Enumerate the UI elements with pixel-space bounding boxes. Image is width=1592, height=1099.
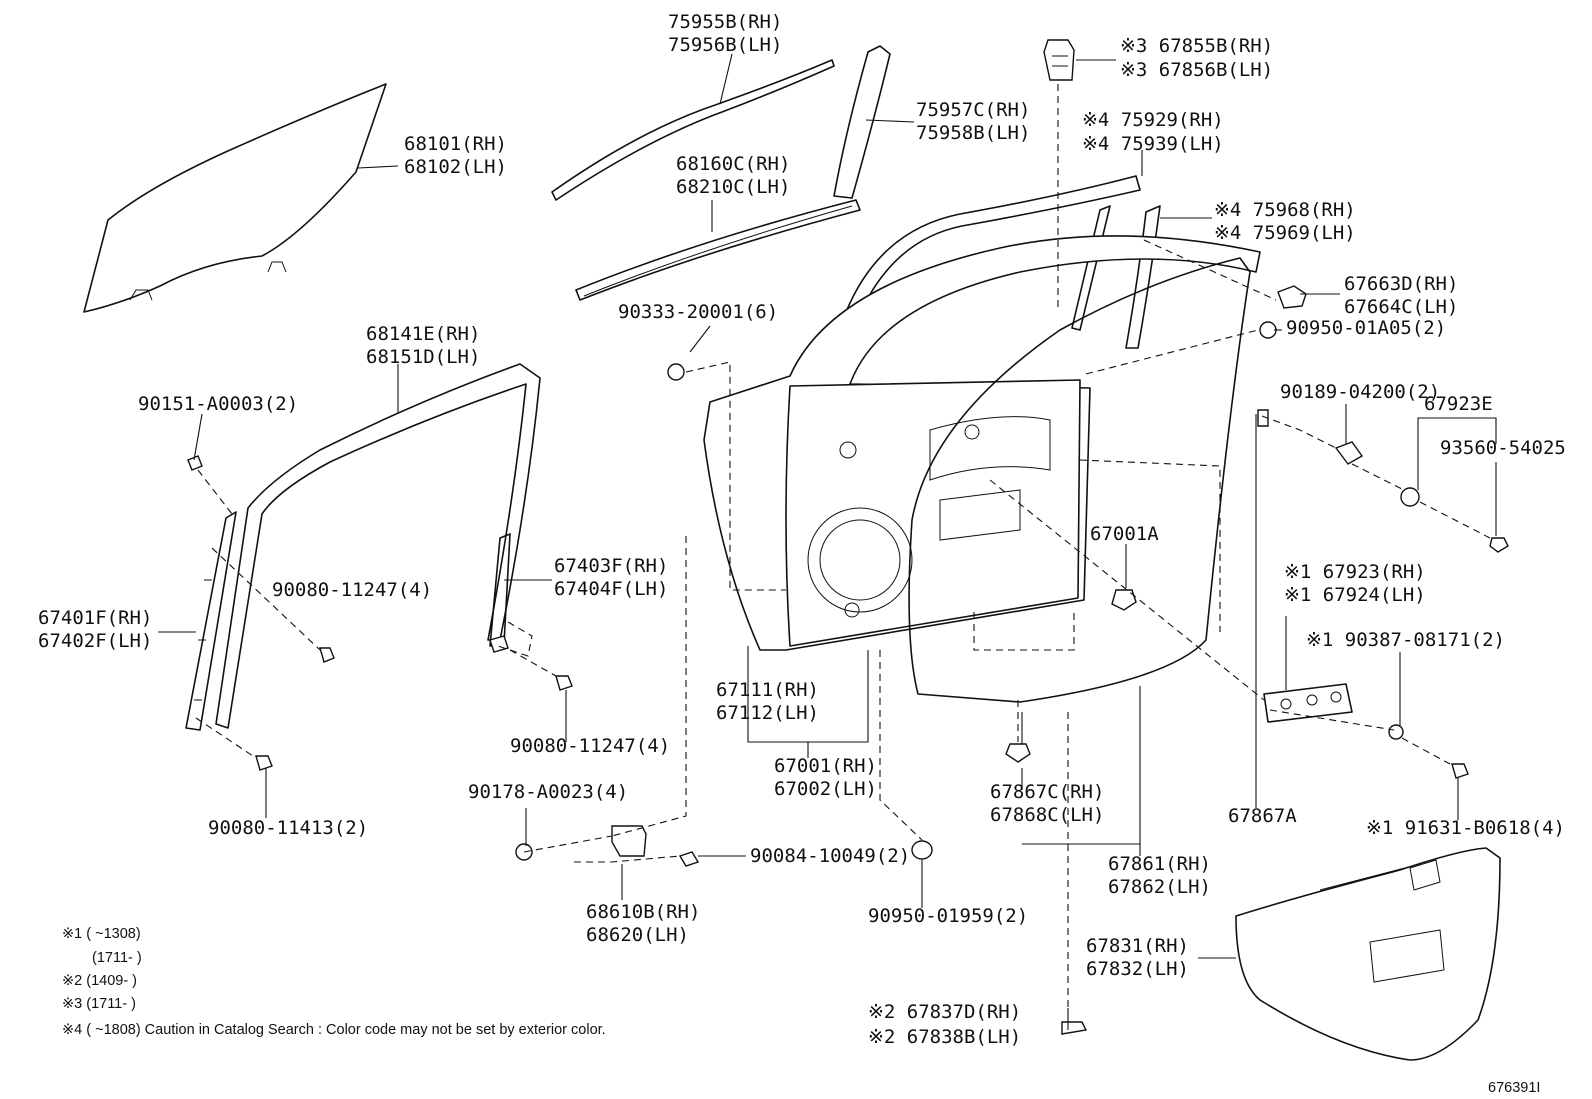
label-90084: 90084-10049(2): [750, 845, 910, 867]
hole-plug-drawing: [911, 840, 933, 860]
label-90080-b: 90080-11247(4): [510, 735, 670, 757]
label-90080-a: 90080-11247(4): [272, 579, 432, 601]
label-67403: 67403F(RH)67404F(LH): [554, 555, 668, 600]
label-67001a: 67001A: [1090, 523, 1159, 545]
label-90080-c: 90080-11413(2): [208, 817, 368, 839]
label-67663: 67663D(RH)67664C(LH): [1344, 273, 1458, 318]
label-67401: 67401F(RH)67402F(LH): [38, 607, 152, 652]
window-channel-front-drawing: [185, 511, 237, 731]
label-67923e: 67923E: [1424, 393, 1493, 415]
door-trim-board-drawing: [1235, 847, 1501, 1061]
door-weatherstrip-drawing: [908, 257, 1251, 703]
footnote-1: ※1 ( ~1308): [62, 926, 141, 942]
label-90333: 90333-20001(6): [618, 301, 778, 323]
label-90387: ※1 90387-08171(2): [1306, 629, 1505, 651]
pull-handle-drawing: [1263, 683, 1469, 779]
label-67831: 67831(RH)67832(LH): [1086, 935, 1189, 980]
run-channel-drawing: [215, 363, 541, 729]
footnote-4: ※4 ( ~1808) Caution in Catalog Search : …: [62, 1022, 606, 1038]
door-hinge-drawing: [611, 825, 700, 867]
label-67923: ※1 67923(RH)※1 67924(LH): [1284, 561, 1426, 606]
label-67855: ※3 67855B(RH)※3 67856B(LH): [1120, 35, 1273, 81]
label-90950-01a05: 90950-01A05(2): [1286, 317, 1446, 339]
window-channel-rear-drawing: [489, 533, 511, 653]
cushion-drawing: [1111, 589, 1137, 611]
footnote-3: ※3 (1711- ): [62, 996, 136, 1012]
label-75955: 75955B(RH)75956B(LH): [668, 11, 782, 56]
label-67837: ※2 67837D(RH)※2 67838B(LH): [868, 1001, 1021, 1048]
label-67867a: 67867A: [1228, 805, 1297, 827]
label-75957: 75957C(RH)75958B(LH): [916, 99, 1030, 144]
clip-67855-drawing: [1043, 39, 1075, 81]
dashed-lines: [195, 84, 1491, 1014]
label-67867c: 67867C(RH)67868C(LH): [990, 781, 1104, 826]
leader-lines: [158, 53, 1497, 1030]
footnote-1b: (1711- ): [92, 950, 142, 966]
label-93560: 93560-54025: [1440, 437, 1566, 459]
footnote-2: ※2 (1409- ): [62, 973, 137, 989]
bolts-left-drawing: [187, 363, 685, 861]
part-labels: 75955B(RH)75956B(LH) 68101(RH)68102(LH) …: [38, 11, 1566, 1048]
label-68610: 68610B(RH)68620(LH): [586, 901, 700, 946]
label-75968: ※4 75968(RH)※4 75969(LH): [1214, 199, 1356, 244]
label-67861: 67861(RH)67862(LH): [1108, 853, 1211, 898]
door-shell-drawing: [703, 235, 1261, 651]
pillar-garnish-drawing: [833, 45, 891, 199]
label-67111: 67111(RH)67112(LH): [716, 679, 819, 724]
label-68101: 68101(RH)68102(LH): [404, 133, 507, 178]
door-glass-drawing: [83, 83, 387, 313]
small-parts-right-drawing: [1257, 285, 1509, 553]
label-68160: 68160C(RH)68210C(LH): [676, 153, 790, 198]
label-90178: 90178-A0023(4): [468, 781, 628, 803]
label-90151: 90151-A0003(2): [138, 393, 298, 415]
clip-67837-drawing: [1061, 1021, 1088, 1035]
label-90950-01959: 90950-01959(2): [868, 905, 1028, 927]
label-90189: 90189-04200(2): [1280, 381, 1440, 403]
label-68141: 68141E(RH)68151D(LH): [366, 323, 480, 368]
belt-molding-outer-drawing: [551, 59, 835, 201]
figure-id: 676391I: [1488, 1080, 1540, 1096]
clip-67867c-drawing: [1005, 743, 1031, 763]
belt-weatherstrip-drawing: [575, 199, 861, 301]
label-91631: ※1 91631-B0618(4): [1366, 817, 1565, 839]
label-67001: 67001(RH)67002(LH): [774, 755, 877, 800]
footnotes: ※1 ( ~1308) (1711- ) ※2 (1409- ) ※3 (171…: [62, 926, 606, 1038]
label-75929: ※4 75929(RH)※4 75939(LH): [1082, 109, 1224, 155]
